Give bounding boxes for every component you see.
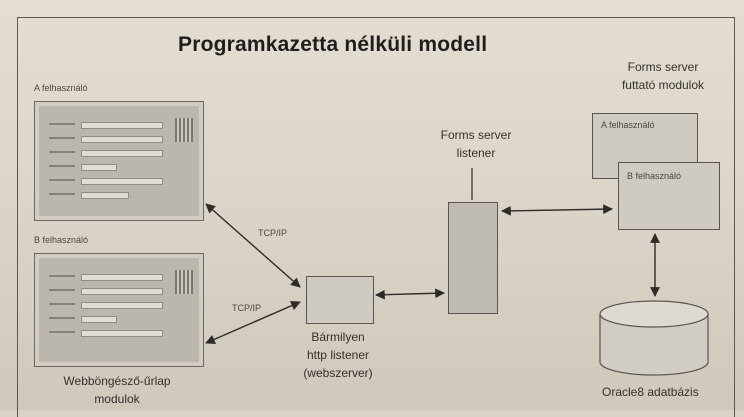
link-http-to-forms-listener (375, 288, 445, 300)
browser-caption-line-2: modulok (94, 392, 140, 406)
diagram-title: Programkazetta nélküli modell (178, 33, 488, 56)
user-b-label: B felhasználó (34, 235, 89, 245)
form-button-strip-b (175, 270, 193, 294)
forms-modules-line-2: futtató modulok (621, 78, 705, 92)
forms-modules-line-1: Forms server (627, 60, 699, 74)
forms-listener-line-1: Forms server (440, 128, 512, 142)
link-browser-a-to-http (205, 203, 301, 288)
http-listener-line-1: Bármilyen (311, 330, 365, 344)
http-listener-caption: Bármilyen http listener (webszerver) (278, 328, 398, 382)
link-browser-b-to-http (205, 301, 301, 344)
forms-listener-line-2: listener (456, 146, 496, 160)
form-button-strip-a (175, 118, 193, 142)
forms-listener-box (448, 202, 498, 314)
http-listener-line-3: (webszerver) (303, 366, 373, 380)
runtime-module-a-label: A felhasználó (601, 120, 655, 130)
browser-caption-line-1: Webböngésző-űrlap (63, 374, 171, 388)
database-label: Oracle8 adatbázis (602, 385, 699, 399)
http-listener-line-2: http listener (306, 348, 370, 362)
browser-screen-b (34, 253, 204, 367)
form-fields-a (49, 114, 163, 208)
form-fields-b (49, 266, 163, 354)
forms-listener-caption: Forms server listener (416, 126, 536, 162)
browser-screen-a (34, 101, 204, 221)
user-a-label: A felhasználó (34, 83, 88, 93)
http-listener-box (306, 276, 374, 324)
runtime-module-b-label: B felhasználó (627, 171, 682, 181)
database-cylinder (599, 300, 709, 376)
diagram-frame (17, 17, 735, 417)
forms-modules-caption: Forms server futtató modulok (598, 58, 728, 94)
browser-caption: Webböngésző-űrlap modulok (42, 372, 192, 408)
link-forms-listener-to-modules (501, 204, 613, 216)
runtime-module-b: B felhasználó (618, 162, 720, 230)
